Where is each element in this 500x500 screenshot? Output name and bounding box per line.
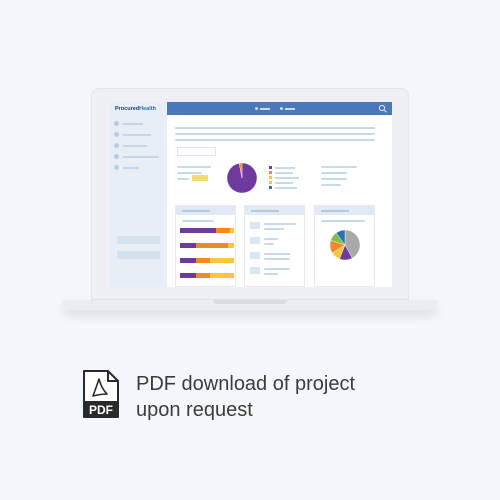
pdf-icon-label: PDF [89,403,113,417]
panel-subtitle [321,220,365,222]
nav-dot-icon [114,132,119,137]
caption: PDF download of project upon request [136,371,466,423]
caption-line-1: PDF download of project [136,373,356,395]
app-logo[interactable]: ProcuredHealth [115,106,156,112]
legend-swatch [269,171,272,174]
list-item-text [264,243,274,245]
bar-segment-yellow [228,243,234,248]
list-item-text [264,253,290,255]
list-item-text [264,268,290,270]
nav-dot-icon [114,154,119,159]
bar-segment-purple [180,243,196,248]
top-nav-dot-icon [255,107,258,110]
panel-header [176,206,235,215]
legend-label [275,187,297,189]
pie-slice [335,229,346,246]
top-bar [167,102,392,115]
top-nav-item[interactable] [260,108,270,110]
pie-slice [344,229,361,259]
panel-header [245,206,304,215]
filter-input[interactable] [177,147,216,156]
nav-dot-icon [114,143,119,148]
bar-segment-orange [196,243,228,248]
legend-swatch [269,186,272,189]
sidebar: ProcuredHealth [109,102,167,287]
list-item-text [264,258,290,260]
stat-label [321,184,341,186]
sidebar-item[interactable] [114,132,164,138]
legend-swatch [269,181,272,184]
bar-segment-yellow [230,228,234,233]
legend-label [275,177,299,179]
stat-label [321,166,357,168]
sidebar-item-label [123,123,143,125]
category-pie-chart [329,229,361,261]
panel-title [182,210,210,212]
list-thumbnail [250,237,260,244]
panel-title [251,210,279,212]
sidebar-item-label [123,167,139,169]
logo-prefix: Procured [115,106,140,112]
stat-label [321,178,347,180]
summary-label [177,172,202,174]
pie-panel [314,205,375,287]
legend-label [275,167,295,169]
header-text-line [175,127,375,129]
sidebar-item-label [123,156,159,158]
legend-label [275,172,293,174]
stat-label [321,172,347,174]
bar-segment-purple [180,258,196,263]
top-nav-dot-icon [280,107,283,110]
pie-slice [238,162,243,179]
sidebar-item-label [123,145,147,147]
list-thumbnail [250,267,260,274]
header-text-line [175,133,375,135]
nav-dot-icon [114,165,119,170]
list-thumbnail [250,222,260,229]
sidebar-item-label [123,134,151,136]
laptop-notch [213,300,287,304]
summary-label [177,178,189,180]
panel-subtitle [182,220,214,222]
list-item-text [264,238,278,240]
bar-segment-orange [196,273,210,278]
sidebar-button[interactable] [117,251,160,259]
pdf-file-icon: PDF [83,370,119,418]
bar-chart-panel [175,205,236,287]
sidebar-item[interactable] [114,165,164,171]
bar-segment-yellow [210,273,234,278]
header-text-line [175,139,375,141]
bar-segment-yellow [210,258,234,263]
search-icon[interactable] [378,104,388,113]
main-pie-chart [226,162,258,194]
nav-dot-icon [114,121,119,126]
bar-segment-orange [216,228,230,233]
bar-segment-purple [180,228,216,233]
bar-segment-orange [196,258,210,263]
logo-suffix: Health [139,106,156,112]
sidebar-item[interactable] [114,143,164,149]
list-item-text [264,223,296,225]
legend-swatch [269,166,272,169]
top-nav-item[interactable] [285,108,295,110]
laptop-screen: ProcuredHealth [109,102,392,287]
list-item-text [264,273,278,275]
legend-label [275,182,293,184]
sidebar-item[interactable] [114,121,164,127]
panel-title [321,210,349,212]
legend-swatch [269,176,272,179]
list-panel [244,205,305,287]
summary-label [177,166,211,168]
laptop-base [62,300,438,310]
list-item-text [264,228,284,230]
sidebar-button[interactable] [117,236,160,244]
sidebar-item[interactable] [114,154,164,160]
summary-highlight [192,175,208,181]
panel-header [315,206,374,215]
caption-line-2: upon request [136,399,253,421]
bar-segment-purple [180,273,196,278]
list-thumbnail [250,252,260,259]
